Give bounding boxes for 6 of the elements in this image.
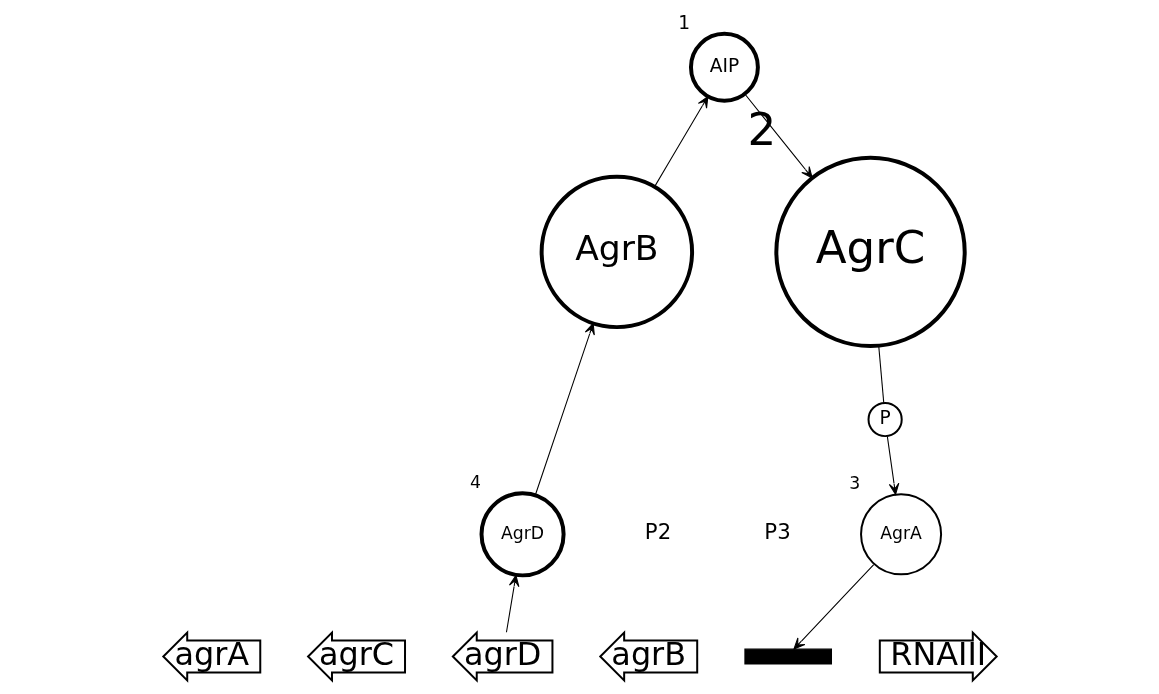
node-label: 1 (677, 11, 690, 33)
node-label: 2 (747, 102, 776, 156)
node-label: 3 (848, 473, 860, 494)
label: P3 (763, 519, 791, 545)
node-label: 4 (469, 472, 481, 493)
label: P2 (644, 519, 671, 545)
